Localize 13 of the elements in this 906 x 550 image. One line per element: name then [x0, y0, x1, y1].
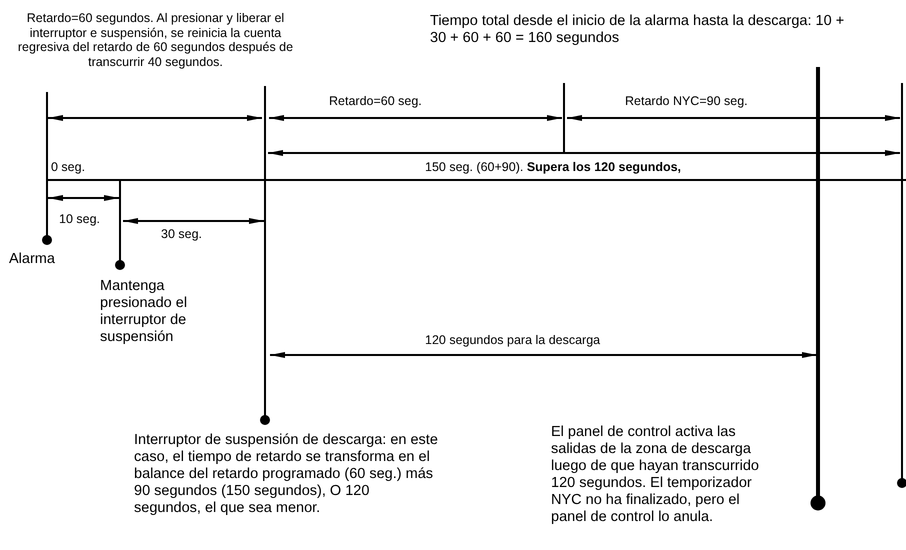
duration-label: Retardo NYC=90 seg.	[625, 94, 748, 108]
event-note: Alarma	[9, 251, 55, 268]
duration-label: 0 seg.	[51, 160, 86, 174]
annotation-text: Retardo=60 segundos. Al presionar y liberar el interruptor e suspensión, se reinicia la cuenta regresiva del retardo de 60 segundos después de transcurrir 40 segundos.	[16, 11, 294, 69]
duration-label: 30 seg.	[161, 227, 202, 241]
duration-label: 120 segundos para la descarga	[425, 333, 600, 347]
annotation-text: Tiempo total desde el inicio de la alarma hasta la descarga: 10 + 30 + 60 + 60 = 160 segundos	[430, 13, 846, 47]
event-note: Mantenga presionado el interruptor de suspensión	[100, 278, 188, 346]
duration-label: 10 seg.	[59, 212, 100, 226]
duration-label: Retardo=60 seg.	[329, 94, 422, 108]
event-note: Interruptor de suspensión de descarga: en este caso, el tiempo de retardo se transforma en el balance del retardo programado (60 seg.) más 90 segundos (150 segundos), O 120 segundos, el que sea menor.	[134, 432, 439, 517]
duration-label: 150 seg. (60+90). Supera los 120 segundos,	[425, 160, 682, 174]
event-note: El panel de control activa las salidas de la zona de descarga luego de que hayan transcurrido 120 segundos. El temporizador NYC no ha finalizado, pero el panel de control lo anula.	[551, 424, 760, 526]
